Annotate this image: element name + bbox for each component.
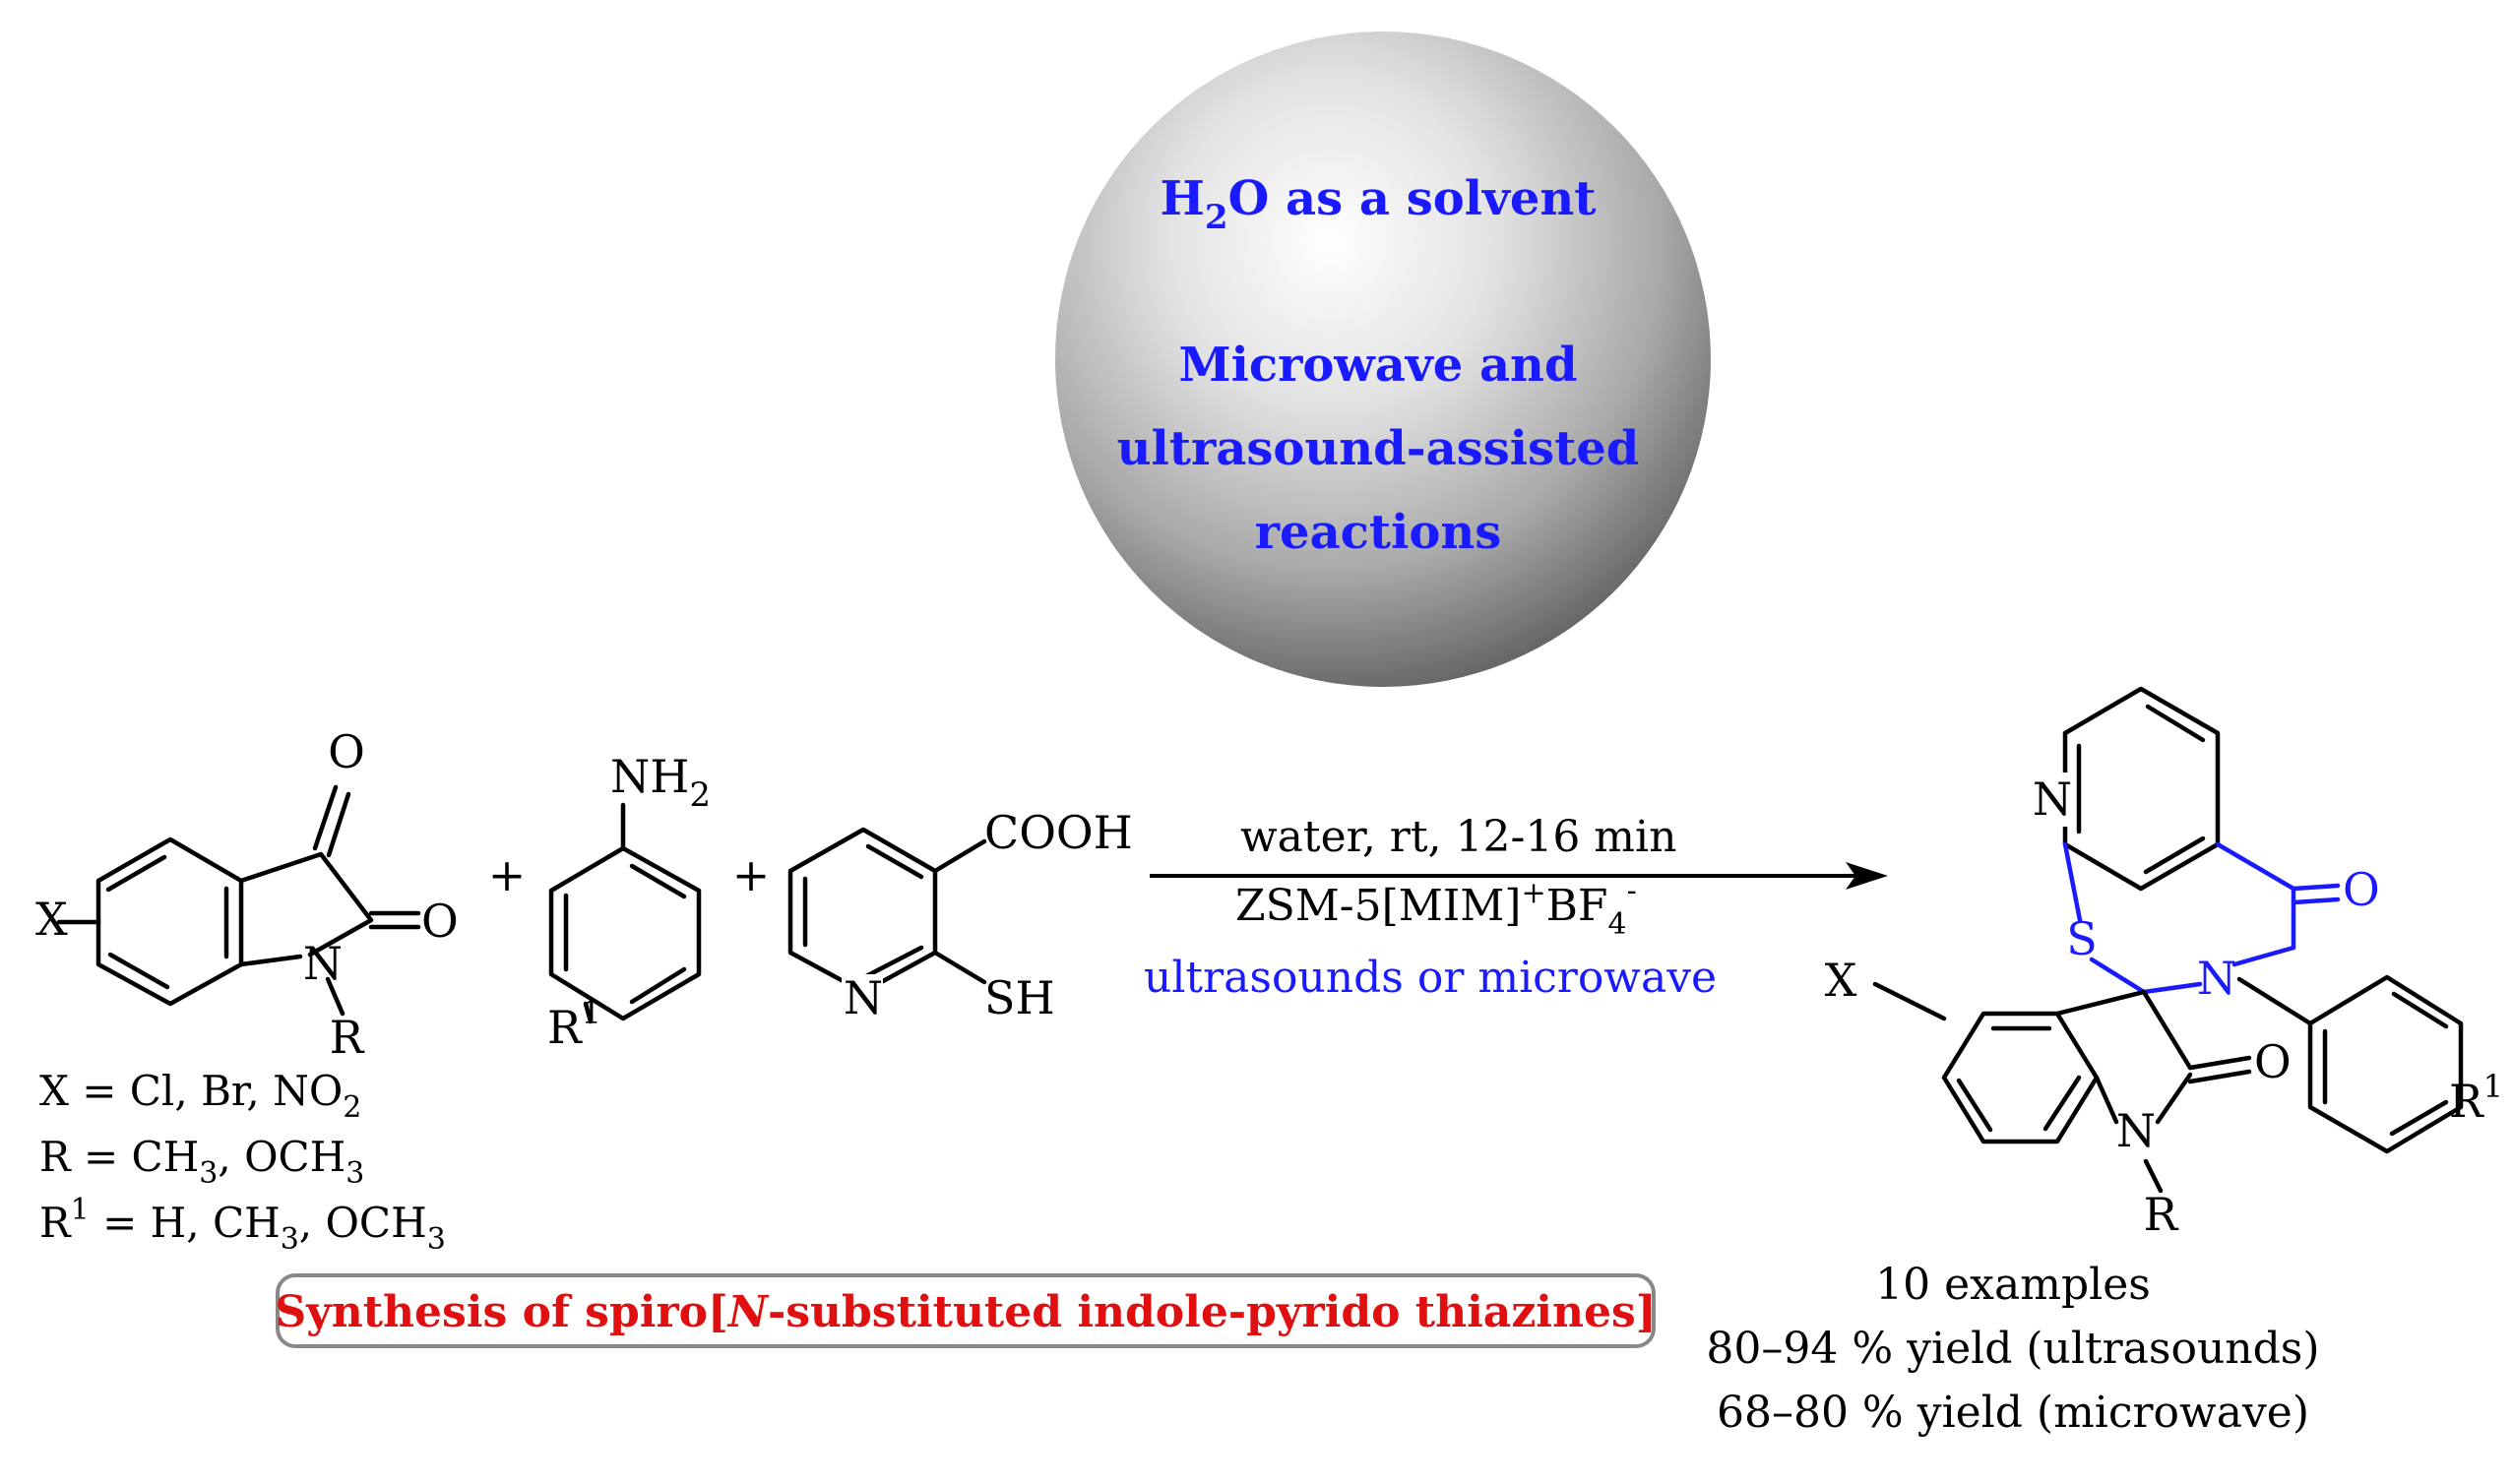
- mercaptonicotinic-acid-structure: COOH N SH: [787, 806, 1133, 1024]
- cooh-bond: [932, 838, 987, 874]
- aniline-r1-bond: [583, 1001, 594, 1024]
- product-indole-double: [2042, 1075, 2082, 1132]
- aniline-nh2: NH2: [610, 750, 711, 815]
- isatin-x: X: [35, 893, 68, 946]
- product-thiazine-spiro-n: [2141, 981, 2203, 995]
- product-r1: R1: [2449, 1068, 2503, 1128]
- isatin-r: R: [330, 1011, 365, 1064]
- product-x: X: [1825, 954, 1857, 1007]
- product-structure: N O S N R1 O N R X: [1825, 686, 2503, 1241]
- substituent-x: X = Cl, Br, NO2: [39, 1067, 361, 1125]
- substituent-r: R = CH3, OCH3: [39, 1133, 364, 1191]
- conditions-method: ultrasounds or microwave: [1144, 953, 1717, 1003]
- plus-sign-2: +: [732, 848, 771, 901]
- sphere-line-2: Microwave and: [1178, 338, 1577, 393]
- sphere-line-3: ultrasound-assisted: [1117, 421, 1640, 476]
- yield-microwave: 68–80 % yield (microwave): [1717, 1388, 2309, 1438]
- product-thiazine-s-spiro: [2089, 957, 2147, 995]
- atom-mask: [2028, 773, 2072, 827]
- isatin-o-top: O: [328, 725, 365, 778]
- product-n-indole: N: [2116, 1104, 2156, 1157]
- title-box-text: Synthesis of spiro[N-substituted indole-…: [275, 1287, 1656, 1337]
- aniline-double-bond: [629, 863, 687, 899]
- product-indole-benzene: [1941, 1011, 2100, 1144]
- product-n-pyridine: N: [2033, 773, 2072, 826]
- plus-sign-1: +: [488, 848, 527, 901]
- product-indole-cn: [2155, 1072, 2193, 1125]
- product-n-thiazine: N: [2197, 952, 2236, 1005]
- product-aryl-double: [2391, 991, 2449, 1029]
- conditions-catalyst: ZSM-5[MIM]+BF4-: [1235, 874, 1637, 942]
- product-carbonyl: [2291, 897, 2341, 905]
- product-s: S: [2066, 912, 2098, 965]
- product-o-oxindole: O: [2254, 1035, 2292, 1088]
- product-aryl-ring: [2307, 974, 2464, 1154]
- product-pyridine-double: [2143, 835, 2206, 875]
- sphere-shape: [1055, 31, 1711, 687]
- product-o-top: O: [2343, 863, 2380, 916]
- product-thiazine-n-c: [2231, 945, 2296, 967]
- pyridine-double-bond: [865, 843, 924, 880]
- reaction-arrow: [1150, 862, 1888, 890]
- conditions-above: water, rt, 12-16 min: [1240, 812, 1676, 862]
- product-indole-c3: [2054, 989, 2147, 1017]
- title-box: Synthesis of spiro[N-substituted indole-…: [275, 1273, 1657, 1348]
- yield-examples: 10 examples: [1875, 1260, 2151, 1310]
- sphere-line-4: reactions: [1255, 505, 1502, 560]
- yield-ultrasounds: 80–94 % yield (ultrasounds): [1706, 1324, 2319, 1374]
- isatin-structure: O O N R X: [35, 725, 459, 1064]
- aniline-r1: R1: [547, 994, 601, 1054]
- pyridine-ring: [787, 827, 938, 995]
- pyridine-n: N: [844, 971, 883, 1024]
- product-indole-nar: [2094, 1075, 2119, 1125]
- isatin-double-bond: [107, 952, 170, 990]
- product-pyridine-double: [2145, 704, 2206, 743]
- aniline-ring: [548, 845, 702, 1021]
- cooh-label: COOH: [984, 806, 1133, 859]
- aniline-structure: NH2 R1: [547, 750, 711, 1054]
- isatin-nr-bond: [325, 976, 346, 1017]
- product-indole-nr: [2143, 1158, 2164, 1194]
- isatin-co-bond: [326, 791, 351, 858]
- sphere-line-1: H2O as a solvent: [1161, 171, 1597, 237]
- product-r: R: [2144, 1188, 2179, 1241]
- sh-bond: [932, 950, 987, 985]
- pyridine-double-bond: [863, 945, 924, 979]
- product-oxo: [2187, 1055, 2252, 1071]
- product-n-aryl-bond: [2236, 976, 2313, 1026]
- isatin-co-bond: [312, 784, 339, 851]
- isatin-five-ring: [238, 851, 374, 958]
- sh-label: SH: [984, 971, 1055, 1024]
- product-indole-double: [1956, 1078, 1993, 1133]
- isatin-n-bond: [238, 954, 303, 967]
- isatin-benzene-ring: [95, 836, 244, 1007]
- isatin-o-right: O: [421, 895, 459, 948]
- product-indole-c2: [2141, 989, 2193, 1071]
- product-thiazine-c-o: [2215, 841, 2296, 951]
- product-pyridine-ring: [2062, 686, 2221, 892]
- aniline-double-bond: [629, 966, 687, 1005]
- product-aryl-double: [2389, 1099, 2449, 1137]
- product-carbonyl: [2291, 883, 2341, 892]
- substituent-r1: R1 = H, CH3, OCH3: [39, 1193, 446, 1257]
- sphere: H2O as a solvent Microwave and ultrasoun…: [1055, 31, 1711, 687]
- isatin-n: N: [303, 937, 343, 990]
- product-oxo: [2187, 1069, 2252, 1084]
- isatin-double-bond: [105, 854, 167, 893]
- arrow-head: [1846, 862, 1888, 890]
- atom-mask: [842, 974, 883, 1016]
- title-box-frame: [276, 1273, 1656, 1348]
- product-thiazine-cs: [2062, 841, 2083, 923]
- product-x-bond: [1872, 981, 1947, 1021]
